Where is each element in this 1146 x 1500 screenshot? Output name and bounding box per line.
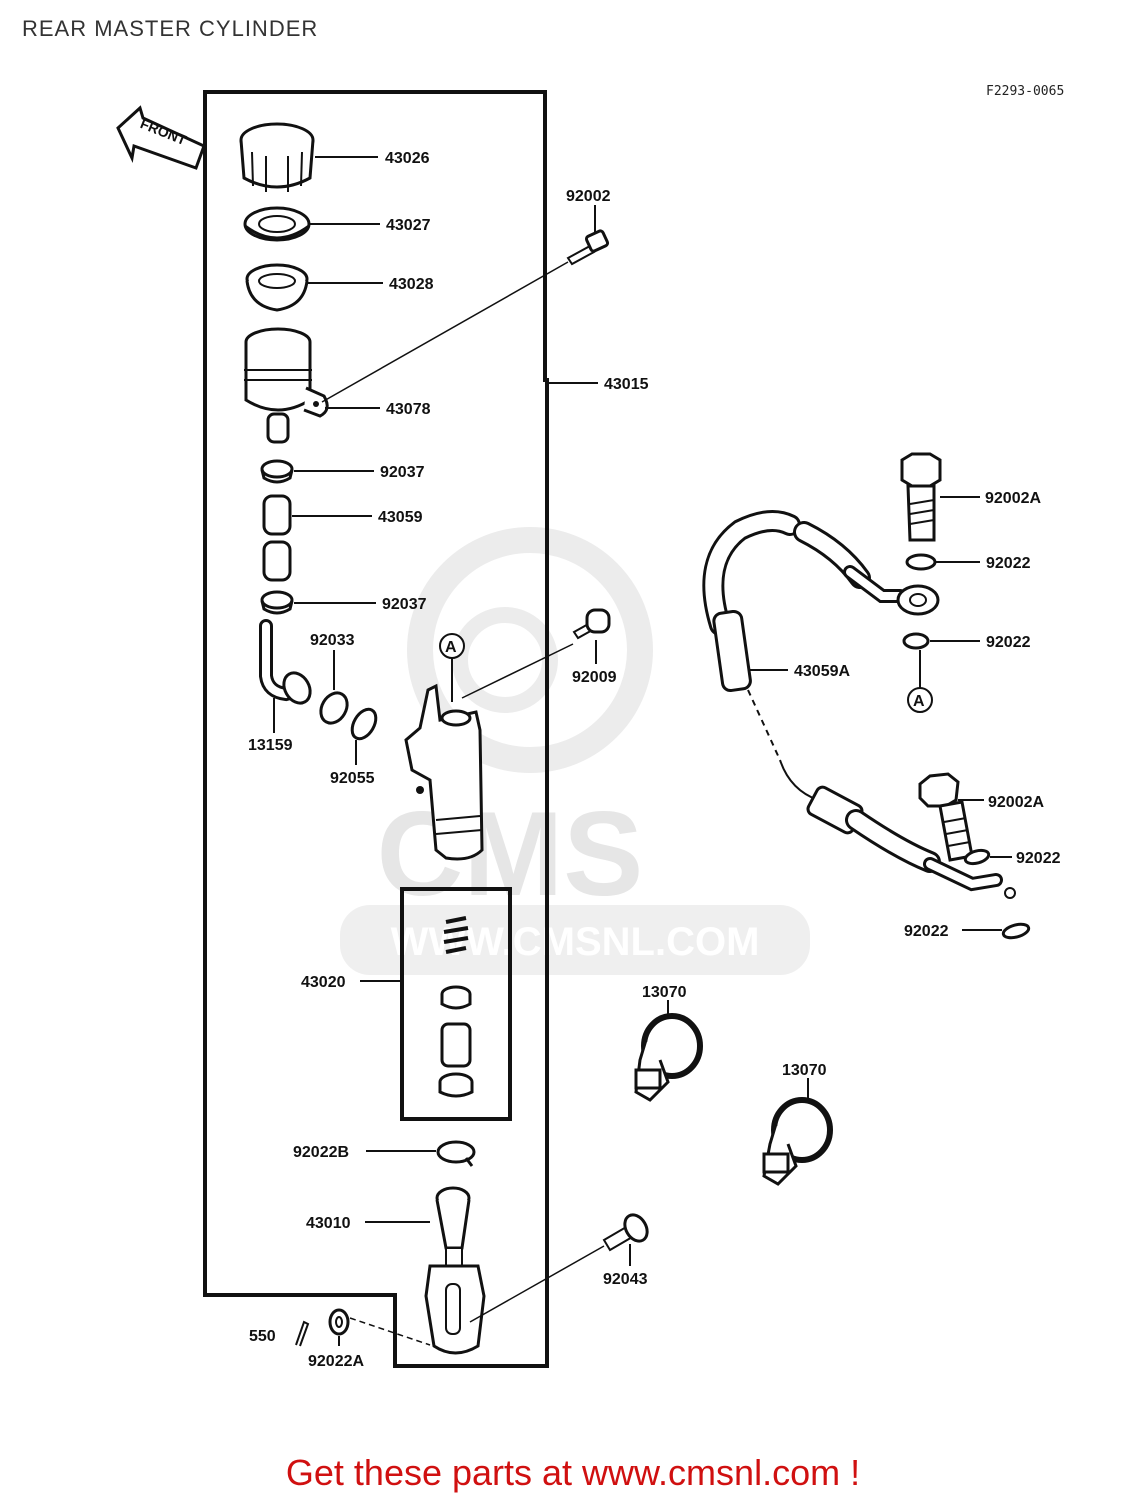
banjo-bolt-icon [900, 452, 942, 542]
part-label-43020: 43020 [301, 974, 346, 991]
hose-clamp-bracket-icon [762, 1097, 833, 1186]
hose-clamp-bracket-icon [634, 1013, 703, 1102]
hose-clamp-icon [260, 459, 294, 484]
part-label-92002A-top: 92002A [985, 490, 1041, 507]
part-label-43078: 43078 [386, 401, 431, 418]
page-title: REAR MASTER CYLINDER [22, 16, 319, 41]
screw-icon [566, 229, 610, 266]
part-label-92055: 92055 [330, 770, 375, 787]
part-label-92002A-bottom: 92002A [988, 794, 1044, 811]
crush-washer-icon [905, 553, 937, 571]
part-label-92037-lower: 92037 [382, 596, 427, 613]
callout-a-right-letter: A [913, 693, 925, 710]
part-label-43027: 43027 [386, 217, 431, 234]
reservoir-icon [244, 327, 329, 444]
front-arrow-icon: FRONT [116, 105, 206, 170]
part-label-92022-4: 92022 [904, 923, 949, 940]
diaphragm-plate-icon [243, 206, 311, 242]
part-label-43028: 43028 [389, 276, 434, 293]
part-label-92022-1: 92022 [986, 555, 1031, 572]
washer-icon [328, 1308, 350, 1336]
part-label-92033: 92033 [310, 632, 355, 649]
part-label-92022A: 92022A [308, 1353, 364, 1370]
callout-a-left-letter: A [445, 639, 457, 656]
crush-washer-icon [963, 848, 991, 866]
diaphragm-icon [245, 263, 309, 312]
part-label-13070-b: 13070 [782, 1062, 827, 1079]
part-label-43059: 43059 [378, 509, 423, 526]
crush-washer-icon [1001, 922, 1031, 940]
part-label-13070-a: 13070 [642, 984, 687, 1001]
hose-clamp-icon [260, 590, 294, 615]
reservoir-hose-icon [262, 494, 292, 582]
callout-a-right: A [907, 650, 933, 713]
part-label-43059A: 43059A [794, 663, 850, 680]
footer-link[interactable]: Get these parts at www.cmsnl.com ! [285, 1452, 861, 1493]
piston-kit-icon [438, 916, 474, 1098]
part-label-43026: 43026 [385, 150, 430, 167]
part-label-550: 550 [249, 1328, 276, 1345]
part-label-13159: 13159 [248, 737, 293, 754]
exploded-parts-diagram: CMS WWW.CMSNL.COM FRONT 43026 43027 4302… [116, 90, 1061, 1370]
part-label-92009: 92009 [572, 669, 617, 686]
elbow-fitting-icon [259, 619, 312, 705]
part-label-43010: 43010 [306, 1215, 351, 1232]
snap-ring-icon [436, 1140, 476, 1167]
o-ring-icon [350, 707, 378, 741]
reservoir-cap-icon [239, 122, 315, 192]
master-cylinder-body-icon [404, 683, 484, 861]
part-label-92002: 92002 [566, 188, 611, 205]
cotter-pin-icon [295, 1320, 310, 1347]
part-label-92022-3: 92022 [1016, 850, 1061, 867]
part-label-43015: 43015 [604, 376, 649, 393]
part-label-92022B: 92022B [293, 1144, 349, 1161]
callout-a-left: A [439, 633, 465, 702]
crush-washer-icon [902, 632, 930, 650]
piston-kit-box [400, 887, 512, 1121]
part-label-92037-upper: 92037 [380, 464, 425, 481]
part-label-92022-2: 92022 [986, 634, 1031, 651]
circlip-icon [319, 691, 349, 725]
bleeder-screw-icon [572, 608, 611, 640]
part-label-92043: 92043 [603, 1271, 648, 1288]
brake-hose-icon [702, 510, 1016, 899]
assembly-outline [203, 90, 549, 1368]
clevis-pin-icon [602, 1213, 649, 1252]
banjo-bolt-icon [918, 772, 974, 862]
push-rod-icon [424, 1186, 486, 1355]
diagram-code: F2293-0065 [986, 84, 1065, 99]
